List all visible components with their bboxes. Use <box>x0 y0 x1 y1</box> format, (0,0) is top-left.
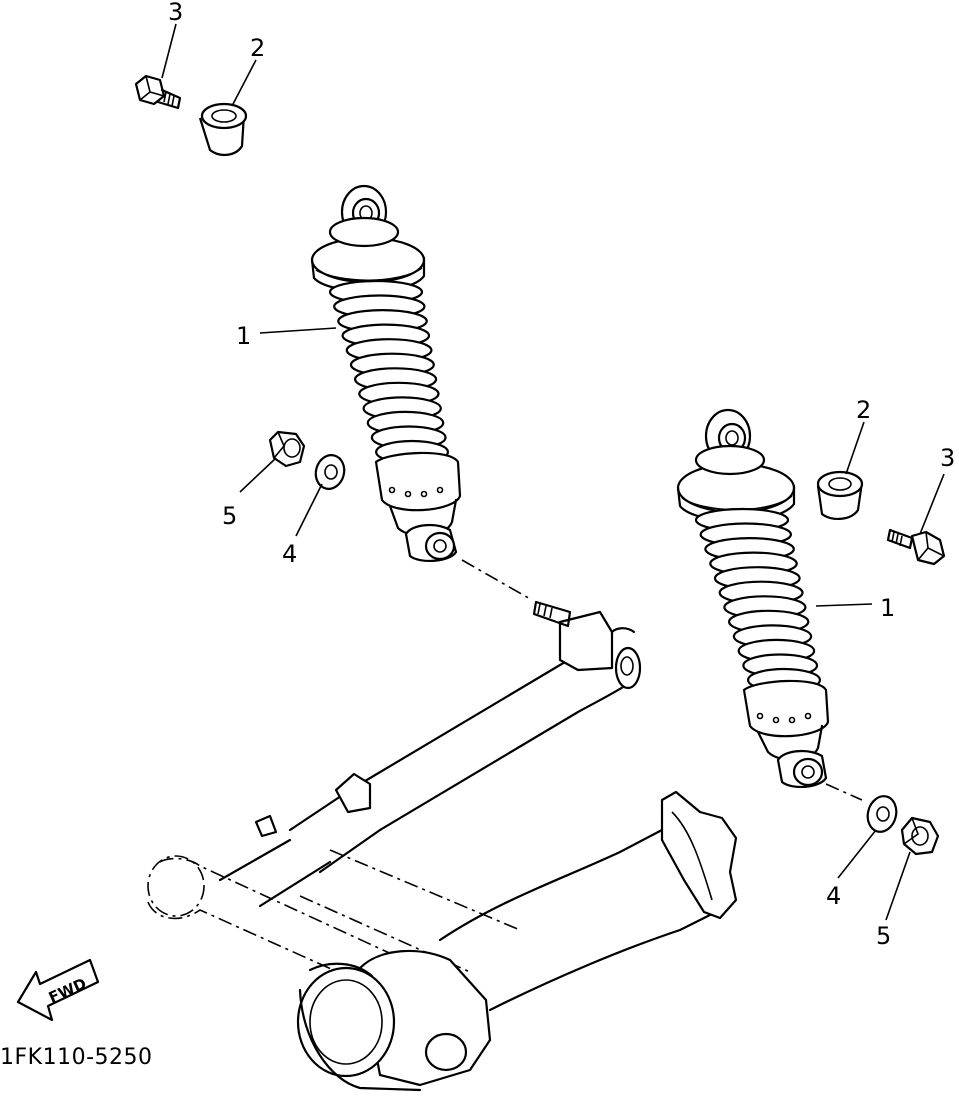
assembly-line-right-shock-to-washer <box>825 783 863 801</box>
callout-2-left: 2 <box>250 34 265 62</box>
callout-5-left: 5 <box>222 502 237 530</box>
left-washer <box>314 454 346 490</box>
right-collar <box>816 470 864 520</box>
right-bolt <box>886 528 946 566</box>
right-nut <box>900 816 940 856</box>
left-nut <box>268 430 306 468</box>
callout-4-right: 4 <box>826 882 841 910</box>
callout-2-right: 2 <box>856 396 871 424</box>
assembly-line-left-shock-to-stud <box>461 559 533 601</box>
callout-4-left: 4 <box>282 540 297 568</box>
callout-1-right: 1 <box>880 594 895 622</box>
callout-3-left: 3 <box>168 0 183 26</box>
swingarm-stud <box>532 600 572 628</box>
forward-arrow-icon: FWD <box>16 958 100 1022</box>
leader-lines <box>161 23 945 921</box>
right-washer <box>866 795 898 833</box>
callout-1-left: 1 <box>236 322 251 350</box>
callout-5-right: 5 <box>876 922 891 950</box>
left-collar <box>198 102 248 156</box>
right-shock-absorber <box>676 408 830 788</box>
callout-3-right: 3 <box>940 444 955 472</box>
diagram-code: 1FK110-5250 <box>0 1045 153 1070</box>
swingarm <box>147 610 738 1092</box>
left-bolt <box>134 74 182 110</box>
left-shock-absorber <box>310 184 462 562</box>
